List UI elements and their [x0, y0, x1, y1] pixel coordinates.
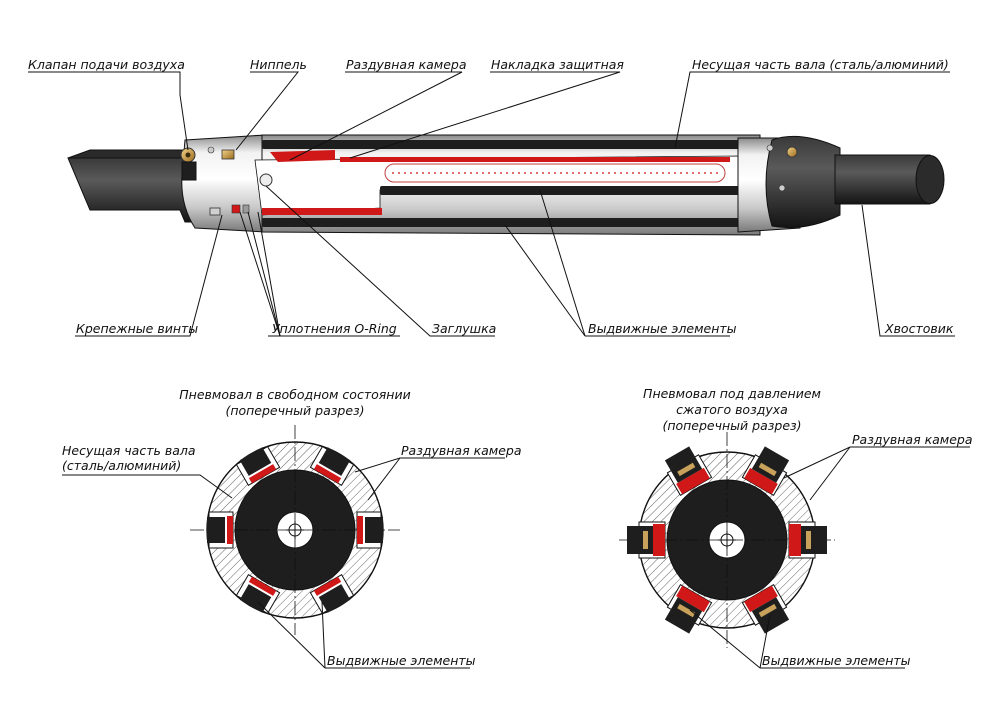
label-mounting-screws: Крепежные винты: [76, 321, 199, 336]
top-rubber-strip: [262, 140, 742, 149]
label-nipple: Ниппель: [250, 57, 307, 72]
slot-240: [235, 445, 281, 486]
label-tail: Хвостовик: [885, 321, 954, 336]
title-pressurized-line3: (поперечный разрез): [662, 418, 802, 433]
chamber-hose: [384, 163, 726, 183]
label-left-shaft-body-line2: (сталь/алюминий): [62, 458, 182, 473]
title-pressurized-line1: Пневмовал под давлением: [643, 386, 821, 401]
slot-p180: [627, 521, 666, 559]
right-screw-bottom: [778, 184, 786, 192]
bottom-rubber-strip: [262, 218, 742, 227]
tail-collar: [765, 135, 841, 229]
right-screw-top: [766, 144, 774, 152]
title-pressurized-line2: сжатого воздуха: [676, 402, 788, 417]
title-pressurized: Пневмовал под давлением сжатого воздуха …: [612, 386, 852, 434]
slot-p240: [664, 446, 713, 496]
title-free-state-line1: Пневмовал в свободном состоянии: [179, 387, 411, 402]
label-plug: Заглушка: [432, 321, 497, 336]
left-screw: [207, 146, 215, 154]
label-o-ring-seals: Уплотнения O-Ring: [272, 321, 397, 336]
leader-lines-top: [28, 71, 955, 337]
nipple: [221, 149, 235, 160]
leader-lines-right-section: [689, 446, 970, 669]
slot-p0: [788, 521, 827, 559]
plug: [259, 173, 273, 187]
slot-p300: [741, 446, 790, 496]
leader-lines-left-section: [62, 457, 505, 669]
label-inflatable-chamber: Раздувная камера: [346, 57, 467, 72]
slot-180: [207, 511, 234, 549]
title-free-state: Пневмовал в свободном состоянии (попереч…: [150, 387, 440, 419]
label-shaft-body: Несущая часть вала (сталь/алюминий): [692, 57, 949, 72]
section-pressurized: [619, 432, 835, 648]
slot-0: [356, 511, 383, 549]
label-protective-cover: Накладка защитная: [491, 57, 624, 72]
mounting-screw-left: [209, 207, 221, 216]
chamber-section-low: [262, 208, 382, 215]
label-left-shaft-body-line1: Несущая часть вала: [62, 443, 196, 458]
slot-p120: [664, 584, 713, 634]
label-right-chamber: Раздувная камера: [852, 432, 973, 447]
shaft-longitudinal-view: [67, 134, 945, 236]
o-ring-right: [242, 204, 250, 214]
section-free-state: [190, 425, 400, 635]
title-free-state-line2: (поперечный разрез): [225, 403, 365, 418]
label-left-shaft-body: Несущая часть вала (сталь/алюминий): [62, 443, 196, 473]
slot-120: [235, 574, 281, 615]
label-air-valve: Клапан подачи воздуха: [28, 57, 185, 72]
valve-body: [181, 161, 197, 181]
label-left-chamber: Раздувная камера: [401, 443, 522, 458]
slot-60: [309, 574, 355, 615]
right-valve: [786, 146, 798, 158]
chamber-section-top: [270, 150, 335, 162]
left-end-cap: [181, 134, 266, 233]
label-extendable-elements: Выдвижные элементы: [588, 321, 737, 336]
mid-rubber-strip: [380, 186, 750, 195]
left-journal: [67, 157, 202, 223]
chamber-strip: [340, 157, 730, 162]
label-left-elements: Выдвижные элементы: [327, 653, 476, 668]
slot-p60: [741, 584, 790, 634]
o-ring-left: [231, 204, 241, 214]
slot-300: [309, 445, 355, 486]
label-right-elements: Выдвижные элементы: [762, 653, 911, 668]
